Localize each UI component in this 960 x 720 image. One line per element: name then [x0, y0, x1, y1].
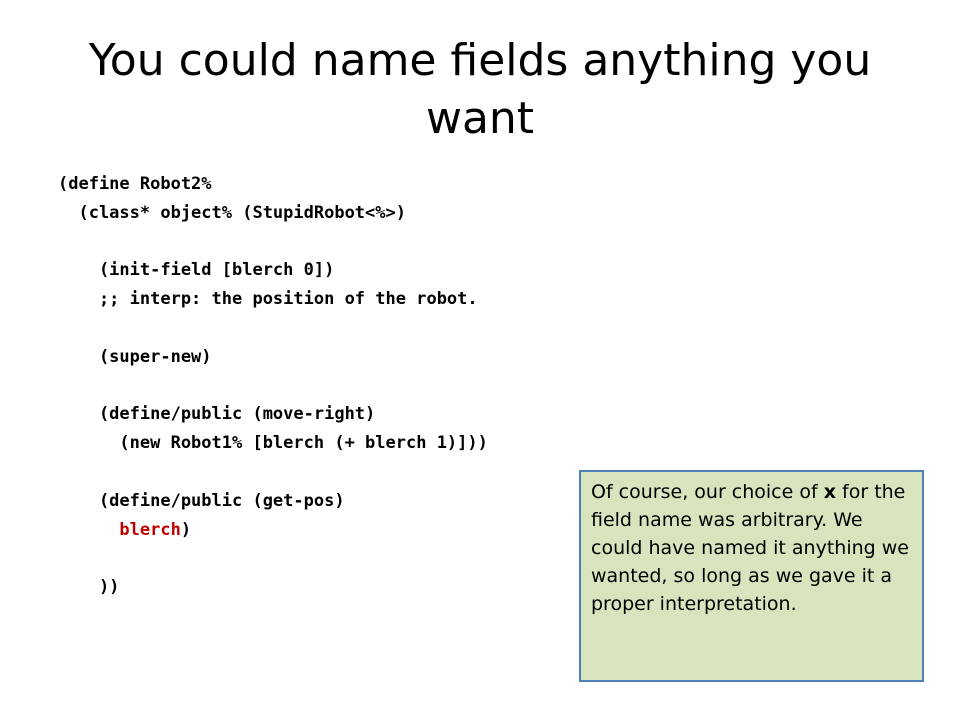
highlighted-identifier: blerch	[119, 519, 181, 540]
code-line: (init-field [blerch 0])	[58, 260, 335, 281]
note-bold-term: x	[823, 481, 836, 503]
code-line: blerch)	[58, 520, 191, 540]
code-line: (new Robot1% [blerch (+ blerch 1)]))	[58, 433, 488, 454]
note-text-after: for the field name was arbitrary. We cou…	[591, 481, 909, 615]
note-text-before: Of course, our choice of	[591, 481, 824, 503]
code-line: (define Robot2%	[58, 174, 212, 194]
code-line: (super-new)	[58, 346, 212, 367]
code-block: (define Robot2% (class* object% (StupidR…	[58, 170, 488, 602]
code-line: (class* object% (StupidRobot<%>)	[58, 202, 406, 223]
code-line: ;; interp: the position of the robot.	[58, 289, 478, 310]
code-line: (define/public (move-right)	[58, 404, 376, 425]
slide-title: You could name fields anything you want	[88, 35, 872, 144]
code-line: (define/public (get-pos)	[58, 490, 345, 511]
note-box: Of course, our choice of x for the field…	[579, 470, 924, 682]
code-line: ))	[58, 577, 120, 598]
code-close-paren: )	[180, 519, 192, 540]
